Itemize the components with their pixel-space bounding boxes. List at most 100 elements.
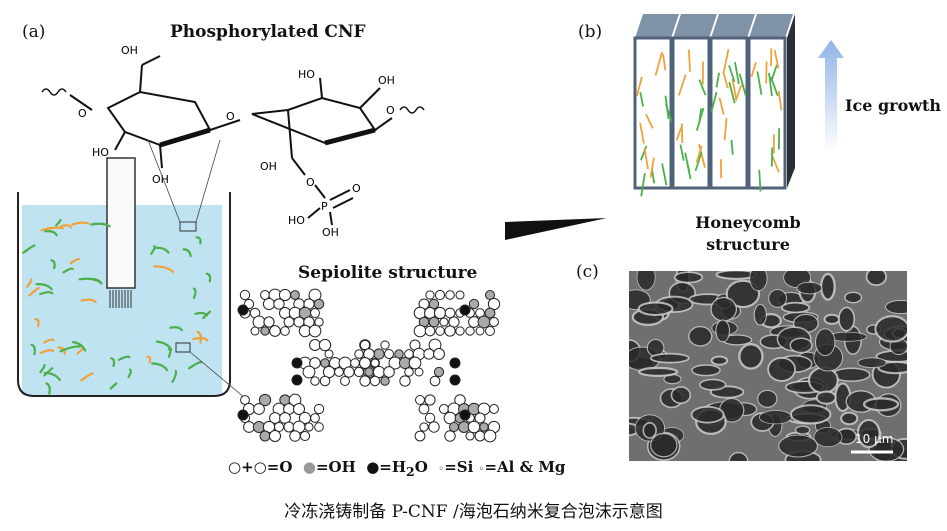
atom xyxy=(380,376,390,386)
ice-column xyxy=(709,14,755,190)
sem-pore xyxy=(710,296,738,322)
atom xyxy=(364,367,374,377)
ho-label-3: HO xyxy=(288,214,305,227)
beaker-diagram xyxy=(17,140,246,399)
atom xyxy=(435,326,445,336)
atom xyxy=(273,298,285,310)
sem-pore xyxy=(650,432,678,458)
atom xyxy=(308,324,322,338)
fiber xyxy=(55,218,62,227)
atom xyxy=(444,430,456,442)
atom xyxy=(483,429,497,443)
fiber xyxy=(76,347,84,355)
ho-label-2: HO xyxy=(298,68,315,81)
si-legend-symbol: ◦ xyxy=(438,464,445,475)
honeycomb-label-line2: structure xyxy=(706,235,790,254)
fiber xyxy=(44,230,58,237)
atom xyxy=(384,349,394,359)
ice-column xyxy=(633,14,679,197)
atom xyxy=(477,315,491,329)
atom xyxy=(448,421,460,433)
o-label-5: O xyxy=(352,182,361,195)
o-legend-label: =O xyxy=(266,458,293,476)
atom xyxy=(283,316,295,328)
atom xyxy=(268,429,282,443)
fiber xyxy=(59,345,82,353)
fiber xyxy=(154,246,170,254)
fiber xyxy=(72,341,87,352)
atom xyxy=(383,366,395,378)
atom xyxy=(310,308,320,318)
sem-micrograph: 10 μm xyxy=(629,271,907,461)
atom xyxy=(237,304,249,316)
sem-pore xyxy=(728,451,749,461)
atom xyxy=(484,307,496,319)
fiber xyxy=(202,310,212,320)
sem-pore xyxy=(699,378,727,391)
sem-pore xyxy=(868,437,905,461)
sem-pore xyxy=(691,364,721,377)
atom xyxy=(354,349,364,359)
atom xyxy=(449,374,461,386)
sem-pore xyxy=(874,315,907,343)
atom xyxy=(459,304,471,316)
ice-growth-arrow xyxy=(818,40,844,152)
fiber xyxy=(71,221,90,226)
oh-label-3: OH xyxy=(378,74,395,87)
atom xyxy=(474,430,486,442)
atom xyxy=(334,367,344,377)
sem-pore xyxy=(688,325,713,347)
atom xyxy=(459,409,471,421)
ho-label-1: HO xyxy=(92,146,109,159)
fiber xyxy=(110,357,116,367)
atom xyxy=(419,422,429,432)
sem-pore xyxy=(690,405,725,424)
oh-legend-label: =OH xyxy=(315,458,356,476)
fiber xyxy=(43,367,54,377)
column-side-shadow xyxy=(787,14,795,188)
atom xyxy=(370,358,380,368)
sem-pore xyxy=(767,356,797,382)
sepiolite-structure-title: Sepiolite structure xyxy=(298,263,478,283)
fiber xyxy=(192,287,197,299)
zoom-box-sepiolite xyxy=(175,342,191,353)
h2o-subscript: 2 xyxy=(406,464,415,479)
atom xyxy=(433,366,445,378)
atom xyxy=(418,403,430,415)
sem-pore xyxy=(637,301,674,317)
atom xyxy=(262,297,276,311)
oh-legend-symbol: ● xyxy=(302,458,316,476)
fiber xyxy=(60,224,73,229)
atom xyxy=(438,403,450,415)
sem-pore xyxy=(642,421,657,439)
sem-pore xyxy=(813,427,843,448)
atom xyxy=(404,367,414,377)
atom xyxy=(468,298,480,310)
atom xyxy=(359,339,371,351)
sem-pore xyxy=(725,279,761,309)
sem-pore xyxy=(749,271,768,292)
atom xyxy=(428,421,440,433)
atom xyxy=(424,412,436,424)
atom xyxy=(425,290,435,300)
sem-pore xyxy=(670,386,692,405)
sem-pore xyxy=(789,404,832,425)
fiber xyxy=(150,245,156,255)
atom xyxy=(465,431,475,441)
sem-pore xyxy=(796,281,823,295)
atom xyxy=(237,409,249,421)
sem-pore xyxy=(759,410,793,425)
ice-growth-label: Ice growth xyxy=(845,96,942,115)
fiber xyxy=(45,382,51,395)
fiber xyxy=(90,222,111,228)
atom xyxy=(291,357,303,369)
zoom-box-cnf xyxy=(179,221,197,232)
fiber xyxy=(151,362,169,372)
fiber xyxy=(171,369,178,383)
atom xyxy=(429,375,441,387)
atom xyxy=(259,430,271,442)
fiber xyxy=(194,311,208,317)
panel-b-label: (b) xyxy=(578,22,603,42)
fiber xyxy=(39,291,54,296)
almg-legend-symbol: ◦ xyxy=(478,464,485,475)
